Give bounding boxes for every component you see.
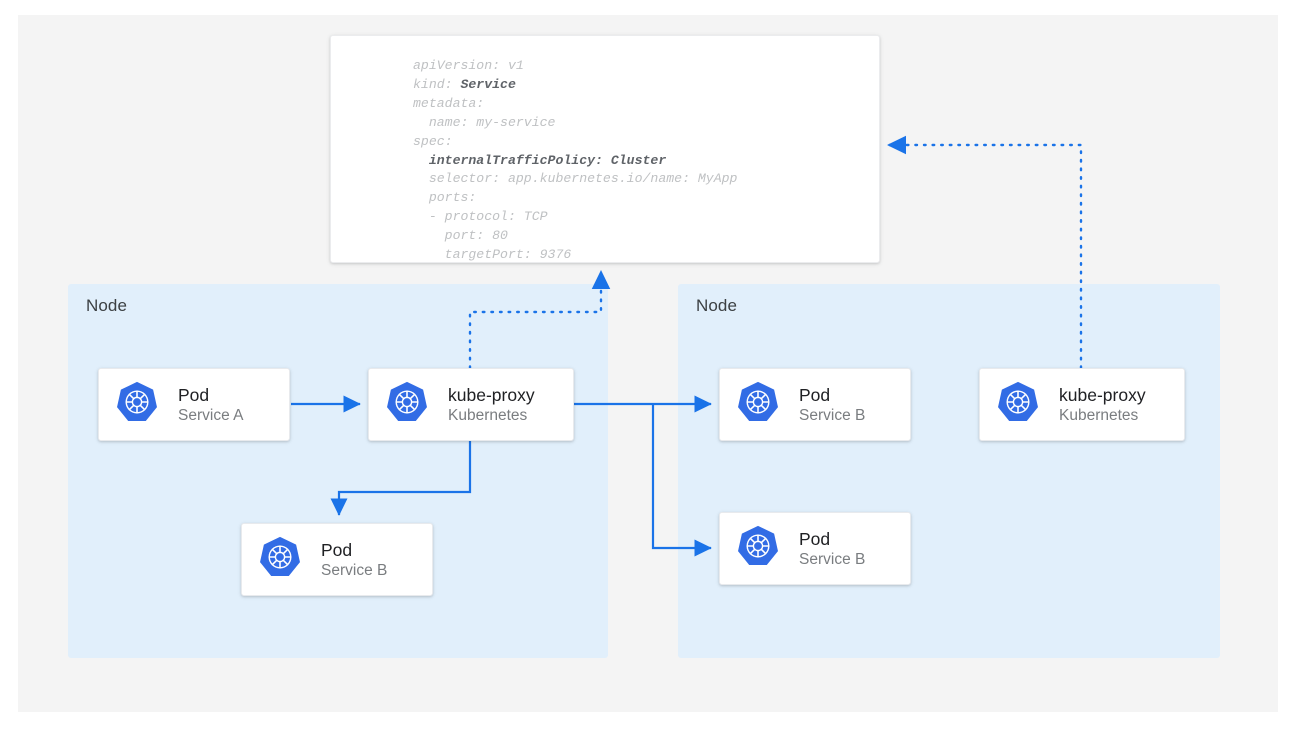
card-text: Pod Service A (178, 384, 243, 426)
card-kube-proxy-right[interactable]: kube-proxy Kubernetes (979, 368, 1185, 441)
yaml-line-7: selector: app.kubernetes.io/name: MyApp (413, 171, 738, 187)
node-box-left (68, 284, 608, 658)
card-pod-service-a[interactable]: Pod Service A (98, 368, 290, 441)
card-pod-service-b-right-bottom[interactable]: Pod Service B (719, 512, 911, 585)
kubernetes-icon (736, 380, 780, 429)
yaml-line-1: apiVersion: v1 (413, 58, 524, 73)
yaml-line-2-key: kind: (413, 76, 461, 92)
card-text: kube-proxy Kubernetes (448, 384, 535, 426)
yaml-line-2-value: Service (460, 76, 516, 92)
card-text: kube-proxy Kubernetes (1059, 384, 1146, 426)
card-text: Pod Service B (799, 384, 865, 426)
card-subtitle: Service B (799, 550, 866, 568)
card-subtitle: Kubernetes (448, 406, 528, 424)
card-title: Pod (799, 384, 831, 405)
node-label-right: Node (696, 296, 738, 315)
node-label-left: Node (86, 296, 128, 315)
card-subtitle: Service B (799, 406, 866, 424)
kubernetes-icon (115, 380, 159, 429)
card-text: Pod Service B (321, 539, 387, 581)
card-title: kube-proxy (1059, 384, 1146, 405)
yaml-line-4: name: my-service (413, 114, 556, 130)
yaml-line-5: spec: (413, 133, 453, 149)
card-text: Pod Service B (799, 528, 865, 570)
yaml-line-11: targetPort: 9376 (413, 247, 572, 263)
service-manifest-code: apiVersion: v1 kind: Service metadata: n… (413, 57, 738, 263)
card-title: Pod (799, 528, 831, 549)
card-title: Pod (321, 539, 353, 560)
yaml-line-8: ports: (413, 190, 477, 206)
card-subtitle: Service B (321, 561, 388, 579)
yaml-line-10: port: 80 (413, 228, 508, 244)
service-manifest-card: apiVersion: v1 kind: Service metadata: n… (330, 35, 880, 263)
card-pod-service-b-right-top[interactable]: Pod Service B (719, 368, 911, 441)
kubernetes-icon (258, 535, 302, 584)
card-subtitle: Kubernetes (1059, 406, 1139, 424)
card-pod-service-b-left[interactable]: Pod Service B (241, 523, 433, 596)
yaml-line-9: - protocol: TCP (413, 209, 548, 225)
card-title: kube-proxy (448, 384, 535, 405)
kubernetes-icon (385, 380, 429, 429)
kubernetes-icon (736, 524, 780, 573)
kubernetes-icon (996, 380, 1040, 429)
card-title: Pod (178, 384, 210, 405)
yaml-line-6: internalTrafficPolicy: Cluster (413, 152, 667, 168)
node-box-right (678, 284, 1220, 658)
yaml-line-3: metadata: (413, 95, 485, 111)
card-kube-proxy-left[interactable]: kube-proxy Kubernetes (368, 368, 574, 441)
card-subtitle: Service A (178, 406, 244, 424)
